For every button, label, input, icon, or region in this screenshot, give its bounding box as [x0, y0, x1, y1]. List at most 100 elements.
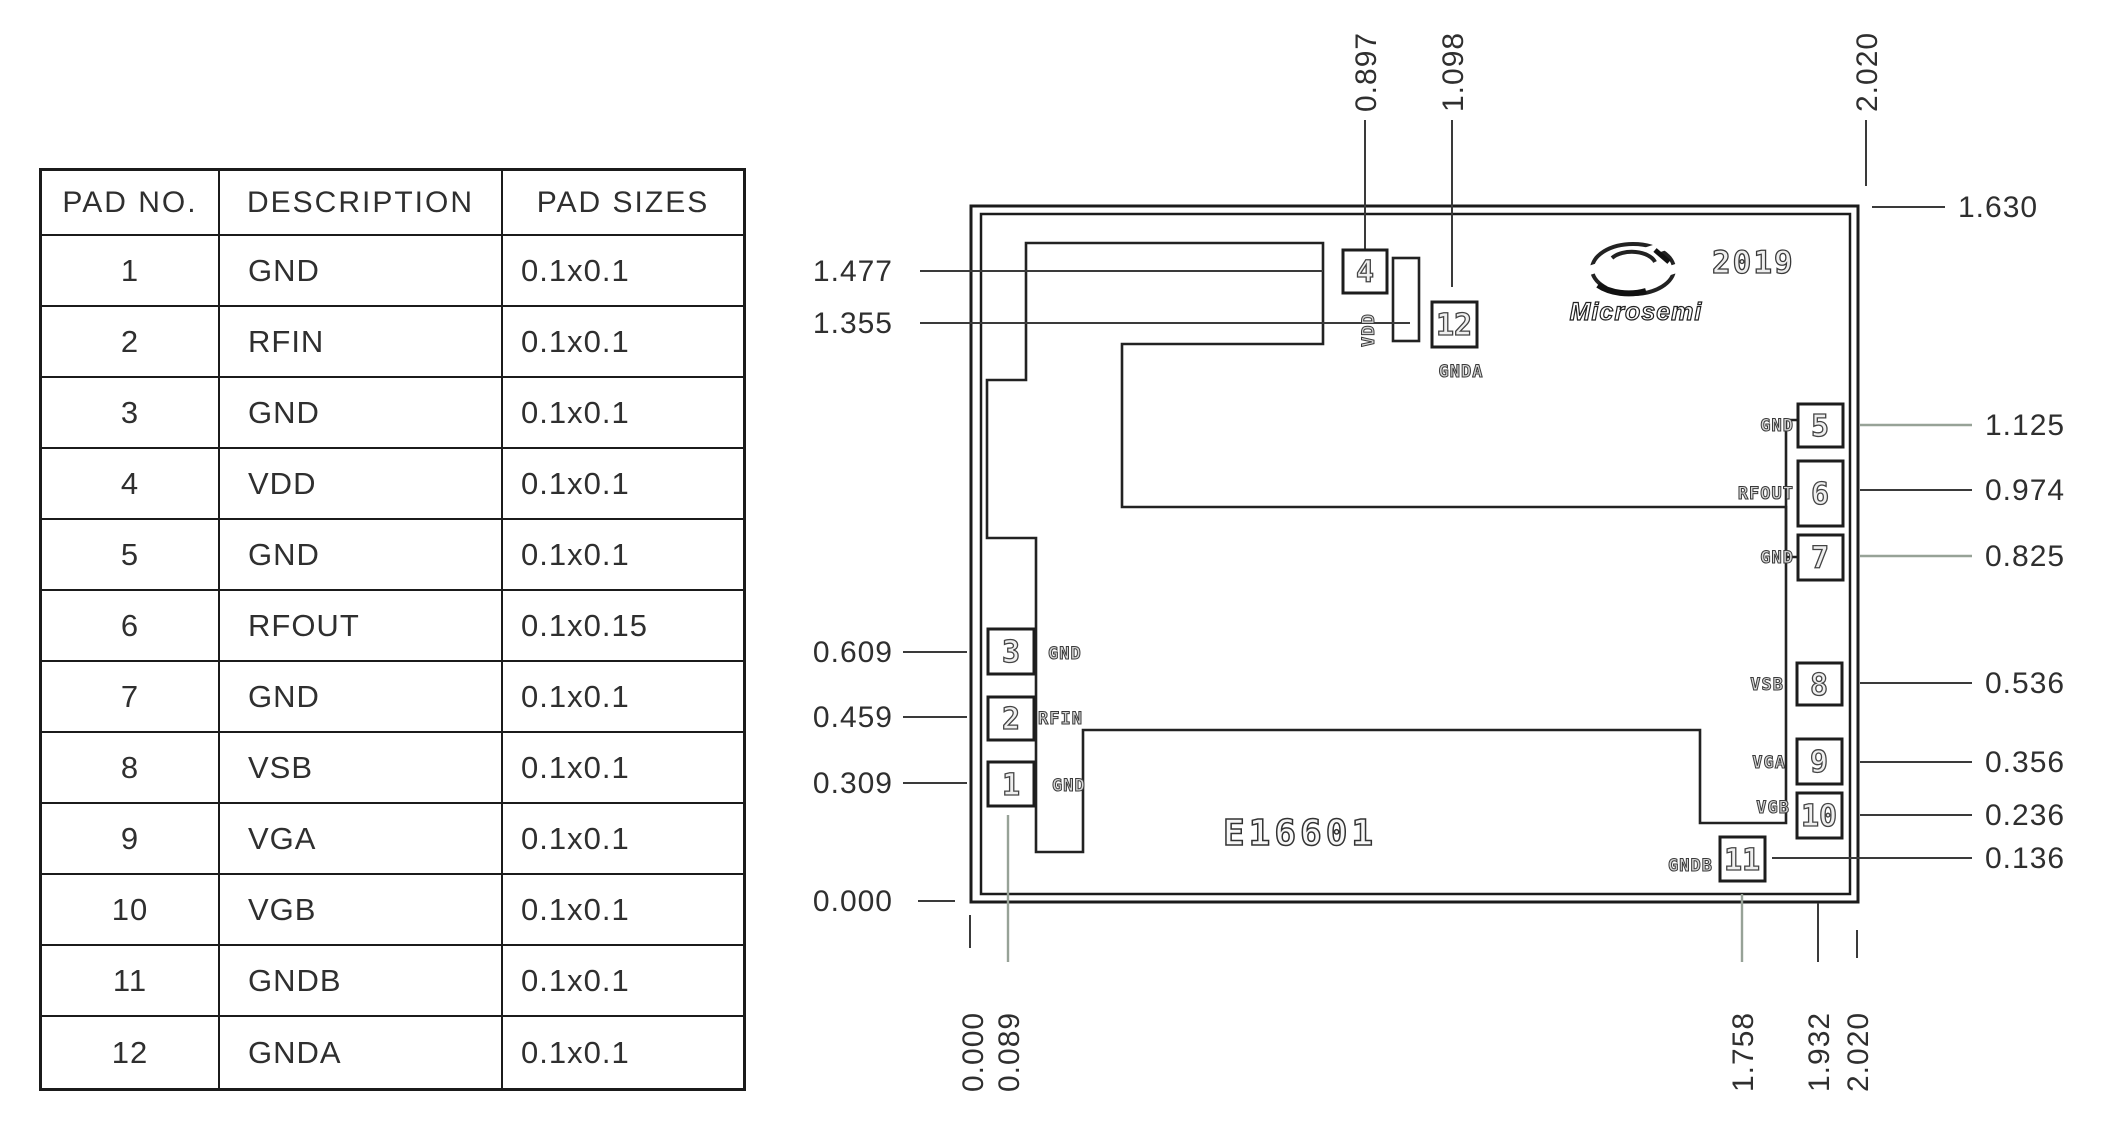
pad-4: 4 — [1341, 248, 1389, 295]
label-vdd: VDD — [1359, 313, 1379, 347]
description-cell: GNDA — [220, 1017, 503, 1088]
dim-0459: 0.459 — [813, 701, 893, 734]
pad-10: 10 — [1795, 791, 1844, 840]
dimension-labels: 1.477 1.355 0.609 0.459 0.309 0.000 0.89… — [813, 32, 2065, 1092]
description-cell: GND — [220, 520, 503, 591]
table-row: 1 GND 0.1x0.1 — [42, 236, 743, 307]
description-cell: GND — [220, 378, 503, 449]
label-gnda: GNDA — [1439, 362, 1484, 382]
dim-2020-top: 2.020 — [1851, 32, 1884, 112]
dim-0974: 0.974 — [1985, 474, 2065, 507]
pad-no-cell: 4 — [42, 449, 220, 520]
pad-2: 2 — [986, 695, 1036, 742]
label-vsb: VSB — [1750, 675, 1784, 695]
pad-7-number: 7 — [1811, 541, 1829, 576]
dim-1758: 1.758 — [1727, 1012, 1760, 1092]
dim-0236: 0.236 — [1985, 799, 2065, 832]
pad-size-cell: 0.1x0.1 — [503, 236, 743, 307]
pad-no-cell: 1 — [42, 236, 220, 307]
table-row: 6 RFOUT 0.1x0.15 — [42, 591, 743, 662]
pad-5-box — [1796, 402, 1845, 449]
description-cell: VDD — [220, 449, 503, 520]
pad-2-number: 2 — [1002, 702, 1020, 737]
microsemi-logo-icon — [1585, 237, 1682, 302]
pad-no-cell: 6 — [42, 591, 220, 662]
chip-trace-right-bar — [1784, 418, 1798, 559]
logo-cut-top — [1585, 237, 1680, 276]
vdd-trace-rect — [1391, 256, 1421, 343]
pad-no-cell: 8 — [42, 733, 220, 804]
pad-9-number: 9 — [1810, 745, 1828, 780]
pad-size-cell: 0.1x0.1 — [503, 520, 743, 591]
label-gndb: GNDB — [1668, 856, 1713, 876]
pad-1-number: 1 — [1002, 768, 1020, 803]
pad-12-number: 12 — [1436, 308, 1472, 343]
table-row: 3 GND 0.1x0.1 — [42, 378, 743, 449]
description-cell: GNDB — [220, 946, 503, 1017]
pad-10-box — [1795, 791, 1844, 840]
pad-no-cell: 3 — [42, 378, 220, 449]
pad-2-box — [986, 695, 1036, 742]
description-cell: GND — [220, 236, 503, 307]
logo-tick — [1653, 248, 1671, 264]
pad-4-number: 4 — [1356, 255, 1374, 290]
pad-no-cell: 12 — [42, 1017, 220, 1088]
table-row: 12 GNDA 0.1x0.1 — [42, 1017, 743, 1088]
label-vgb: VGB — [1756, 798, 1790, 818]
description-cell: VGA — [220, 804, 503, 875]
pad-10-number: 10 — [1801, 799, 1837, 834]
dim-1932: 1.932 — [1803, 1012, 1836, 1092]
table-row: 5 GND 0.1x0.1 — [42, 520, 743, 591]
pad-table: PAD NO. DESCRIPTION PAD SIZES 1 GND 0.1x… — [39, 168, 746, 1091]
label-rfout: RFOUT — [1738, 484, 1794, 504]
pad-5-number: 5 — [1811, 409, 1829, 444]
pad-4-box — [1341, 248, 1389, 295]
pad-no-cell: 10 — [42, 875, 220, 946]
pad-size-cell: 0.1x0.1 — [503, 946, 743, 1017]
date-code: 2019 — [1712, 245, 1795, 281]
pad-8-box — [1795, 661, 1844, 707]
pad-11-number: 11 — [1724, 843, 1760, 878]
dim-0825: 0.825 — [1985, 540, 2065, 573]
pad-3: 3 — [986, 627, 1036, 676]
dim-0089: 0.089 — [993, 1012, 1026, 1092]
pad-6-box — [1796, 459, 1845, 528]
chip-outer-frame — [969, 204, 1860, 904]
pad-1: 1 — [986, 760, 1036, 808]
description-cell: VSB — [220, 733, 503, 804]
table-row: 8 VSB 0.1x0.1 — [42, 733, 743, 804]
dim-1125: 1.125 — [1985, 409, 2065, 442]
pad-size-cell: 0.1x0.1 — [503, 804, 743, 875]
pad-9-box — [1795, 737, 1844, 786]
pad-size-cell: 0.1x0.1 — [503, 662, 743, 733]
header-pad-sizes: PAD SIZES — [503, 171, 743, 236]
header-description: DESCRIPTION — [220, 171, 503, 236]
label-rfin: RFIN — [1038, 709, 1083, 729]
table-body: 1 GND 0.1x0.1 2 RFIN 0.1x0.1 3 GND 0.1x0… — [42, 236, 743, 1088]
pad-size-cell: 0.1x0.15 — [503, 591, 743, 662]
part-number: E16601 — [1223, 813, 1377, 854]
pad-12-box — [1430, 300, 1479, 349]
dim-0536: 0.536 — [1985, 667, 2065, 700]
table-row: 10 VGB 0.1x0.1 — [42, 875, 743, 946]
pad-no-cell: 2 — [42, 307, 220, 378]
description-cell: RFIN — [220, 307, 503, 378]
dim-1477: 1.477 — [813, 255, 893, 288]
table-row: 4 VDD 0.1x0.1 — [42, 449, 743, 520]
dim-0356: 0.356 — [1985, 746, 2065, 779]
branding: Microsemi 2019 E16601 — [1222, 237, 1795, 855]
pad-no-cell: 11 — [42, 946, 220, 1017]
pad-3-number: 3 — [1002, 635, 1020, 670]
label-gnd-5: GND — [1760, 416, 1794, 436]
dim-1630: 1.630 — [1958, 191, 2038, 224]
pad-no-cell: 5 — [42, 520, 220, 591]
pad-size-cell: 0.1x0.1 — [503, 733, 743, 804]
label-gnd-1: GND — [1052, 776, 1086, 796]
logo-eye-top — [1610, 249, 1657, 264]
chip-inner-frame — [979, 212, 1852, 896]
pad-labels: GND RFIN GND VDD GNDA GND RFOUT GND VSB … — [1038, 313, 1794, 877]
pad-11-box — [1718, 835, 1767, 883]
pad-11: 11 — [1718, 835, 1767, 883]
